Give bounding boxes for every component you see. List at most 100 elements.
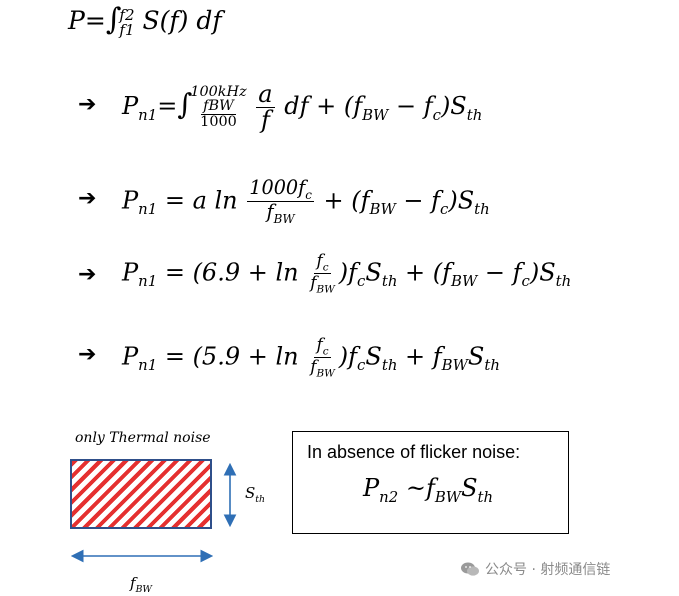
eq-sub: n1 bbox=[138, 105, 158, 124]
eq-sub: c bbox=[521, 272, 530, 291]
eq-sub: th bbox=[484, 356, 500, 375]
eq-text: )S bbox=[529, 258, 556, 287]
eq-text: − f bbox=[388, 92, 433, 121]
height-label: Sth bbox=[245, 484, 265, 505]
fraction-denominator: fBW bbox=[308, 272, 337, 296]
watermark: 公众号 · 射频通信链 bbox=[460, 559, 610, 579]
eq-text: df + (f bbox=[284, 92, 363, 121]
eq-sub: BW bbox=[362, 105, 389, 124]
eq-sign: = bbox=[84, 6, 106, 35]
eq-sub: BW bbox=[434, 487, 462, 506]
fraction-numerator: fc bbox=[314, 334, 331, 359]
upper-limit: 100kHz bbox=[190, 83, 247, 100]
eq-sub: th bbox=[381, 356, 398, 375]
eq-text: − f bbox=[395, 186, 440, 215]
arrow-icon: ➔ bbox=[78, 186, 97, 211]
num-text: 1000f bbox=[249, 176, 306, 199]
eq-text: )S bbox=[448, 186, 475, 215]
eq-sub: c bbox=[357, 272, 366, 291]
eq-sub: n1 bbox=[138, 200, 158, 219]
eq-text: )f bbox=[338, 342, 358, 371]
fraction-numerator: fc bbox=[314, 251, 331, 275]
den-sub: BW bbox=[316, 283, 335, 296]
eq-sub: c bbox=[432, 105, 441, 124]
absence-equation: Pn2 ~fBWSth bbox=[363, 474, 493, 506]
width-label: fBW bbox=[130, 574, 152, 595]
eq-lhs: P bbox=[122, 342, 139, 371]
num-sub: c bbox=[322, 261, 329, 274]
num-text: f bbox=[316, 334, 323, 354]
eq-text: − f bbox=[477, 258, 522, 287]
eq-text: S bbox=[365, 342, 382, 371]
eq-sub: c bbox=[440, 200, 449, 219]
eq-text: S bbox=[365, 258, 382, 287]
arrow-icon: ➔ bbox=[78, 92, 97, 117]
eq-text: S bbox=[461, 474, 478, 502]
den-sub: BW bbox=[316, 367, 335, 380]
eq-text: + (f bbox=[397, 258, 452, 287]
eq-text: )f bbox=[338, 258, 358, 287]
eq-sub: BW bbox=[451, 272, 478, 291]
eq-sub: th bbox=[466, 105, 483, 124]
den-text: f bbox=[310, 356, 317, 377]
den-sub: BW bbox=[273, 212, 295, 227]
arrow-icon: ➔ bbox=[78, 342, 97, 367]
eq-text: = (5.9 + ln bbox=[157, 342, 307, 371]
eq-sub: th bbox=[381, 272, 398, 291]
fraction-numerator: fBW bbox=[201, 98, 236, 116]
den-text: f bbox=[310, 272, 317, 293]
num-sub: c bbox=[322, 345, 329, 358]
flicker-absence-box: In absence of flicker noise: Pn2 ~fBWSth bbox=[292, 431, 569, 534]
eq-sub: n2 bbox=[379, 487, 399, 506]
wechat-icon bbox=[461, 562, 479, 576]
eq-lhs: P bbox=[122, 258, 139, 287]
fraction-numerator: 1000fc bbox=[247, 176, 314, 203]
arrow-icon: ➔ bbox=[78, 262, 97, 287]
fraction-denominator: fBW bbox=[265, 202, 297, 227]
thermal-noise-area bbox=[70, 459, 212, 529]
integrand: S(f) bbox=[142, 6, 189, 35]
eq-text: = (6.9 + ln bbox=[157, 258, 307, 287]
label-main: S bbox=[245, 484, 256, 502]
eq-lhs: P bbox=[68, 6, 85, 35]
eq-sign: = bbox=[157, 92, 178, 121]
upper-limit: f2 bbox=[119, 5, 135, 24]
eq-sub: th bbox=[555, 272, 572, 291]
eq-sub: n1 bbox=[138, 272, 158, 291]
label-sub: th bbox=[255, 494, 266, 505]
eq-lhs: P bbox=[363, 474, 380, 502]
eq-text: + f bbox=[397, 342, 442, 371]
fraction-denominator: 1000 bbox=[200, 114, 237, 131]
watermark-text: 公众号 · 射频通信链 bbox=[485, 562, 611, 578]
integral-sign: ∫ bbox=[177, 87, 193, 122]
diagram-label: only Thermal noise bbox=[75, 430, 211, 446]
eq-lhs: P bbox=[122, 186, 139, 215]
eq-sub: th bbox=[477, 487, 494, 506]
eq-text: + (f bbox=[315, 186, 370, 215]
eq-sub: c bbox=[357, 356, 366, 375]
eq-text: )S bbox=[440, 92, 467, 121]
eq-sub: th bbox=[474, 200, 490, 219]
eq-sub: n1 bbox=[138, 356, 158, 375]
label-sub: BW bbox=[135, 584, 152, 595]
label-main: f bbox=[130, 574, 136, 592]
eq-sub: BW bbox=[441, 356, 468, 375]
absence-caption: In absence of flicker noise: bbox=[307, 442, 521, 462]
fraction-numerator: a bbox=[256, 80, 275, 109]
eq-lhs: P bbox=[122, 92, 139, 121]
fraction-denominator: fBW bbox=[308, 356, 337, 380]
eq-sub: BW bbox=[369, 200, 396, 219]
